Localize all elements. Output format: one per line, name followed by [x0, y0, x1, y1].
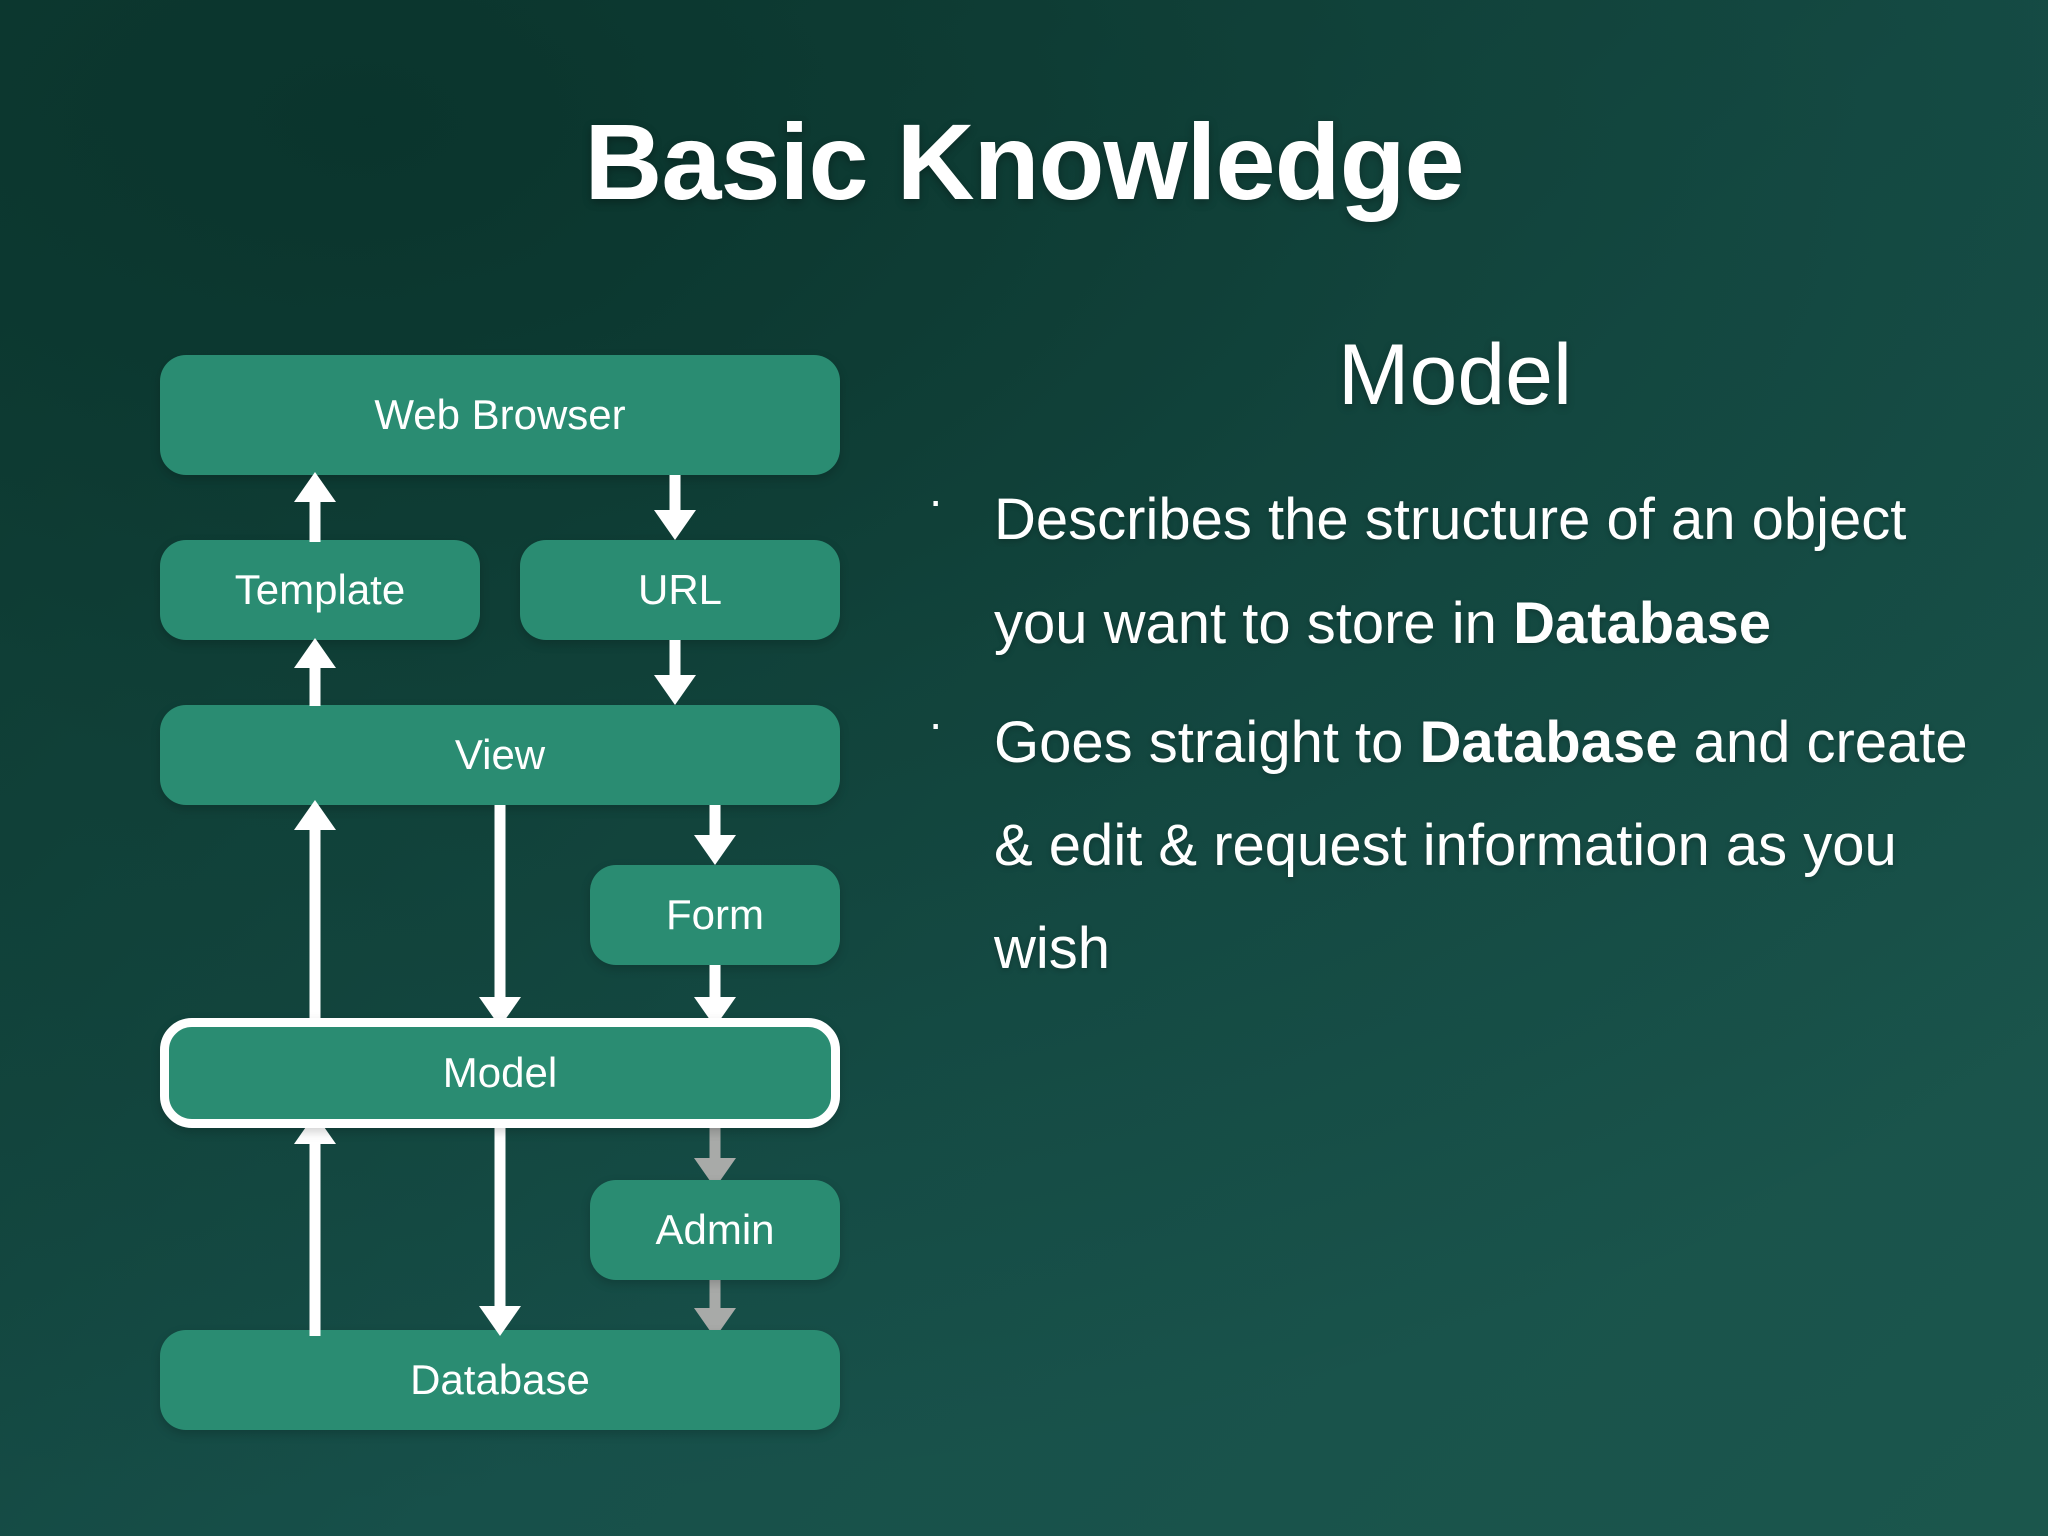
arrow-shaft	[669, 475, 681, 516]
arrow-shaft	[494, 805, 506, 1003]
edge-view-to-template	[294, 638, 336, 706]
diagram-node-label: Database	[410, 1356, 590, 1403]
arrow-shaft	[309, 496, 321, 542]
edge-database-to-model	[294, 1114, 336, 1336]
list-item: · Describes the structure of an object y…	[920, 468, 1990, 674]
bullet-marker: ·	[928, 474, 944, 527]
arrow-head	[294, 472, 336, 502]
page-title: Basic Knowledge	[584, 101, 1464, 222]
bullet-text-describes-structure: Describes the structure of an object you…	[994, 487, 1907, 656]
diagram-node-label: Web Browser	[374, 391, 626, 438]
list-item: · Goes straight to Database and create &…	[920, 691, 1990, 1001]
edge-view-to-model	[479, 805, 521, 1027]
edge-view-to-form	[694, 805, 736, 865]
architecture-diagram: Web Browser Template URL View Form Model…	[0, 0, 1000, 1536]
arrow-shaft	[709, 1278, 721, 1314]
arrow-shaft	[309, 1138, 321, 1336]
diagram-node-label: URL	[637, 566, 723, 613]
diagram-node-label: Admin	[655, 1206, 775, 1253]
arrow-head	[654, 675, 696, 705]
edge-model-to-database	[479, 1118, 521, 1336]
diagram-node-database[interactable]: Database	[160, 1330, 840, 1430]
content-heading: Model	[1337, 327, 1573, 423]
bullet-marker: ·	[928, 696, 944, 749]
diagram-node-url[interactable]: URL	[520, 540, 840, 640]
arrow-shaft	[709, 805, 721, 841]
edge-url-to-view	[654, 640, 696, 705]
diagram-node-admin[interactable]: Admin	[590, 1180, 840, 1280]
edge-admin-to-database	[694, 1278, 736, 1338]
diagram-node-form[interactable]: Form	[590, 865, 840, 965]
arrow-shaft	[709, 965, 721, 1003]
diagram-node-label: Template	[234, 566, 406, 613]
arrow-head	[294, 638, 336, 668]
arrow-head	[654, 510, 696, 540]
arrow-head	[479, 1306, 521, 1336]
bullet-text-goes-straight: Goes straight to Database and create & e…	[994, 709, 1968, 982]
diagram-node-label: View	[454, 731, 546, 778]
edge-model-to-view	[294, 800, 336, 1025]
diagram-node-label: Form	[666, 891, 764, 938]
arrow-shaft	[494, 1118, 506, 1312]
content-column: Model · Describes the structure of an ob…	[920, 330, 1990, 1016]
arrow-head	[294, 800, 336, 830]
edge-web-browser-to-url	[654, 475, 696, 540]
diagram-node-template[interactable]: Template	[160, 540, 480, 640]
arrow-shaft	[669, 640, 681, 681]
diagram-node-label: Model	[442, 1049, 558, 1096]
diagram-node-web-browser[interactable]: Web Browser	[160, 355, 840, 475]
edge-template-to-web-browser	[294, 472, 336, 542]
diagram-node-model[interactable]: Model	[160, 1018, 840, 1128]
arrow-head	[694, 835, 736, 865]
arrow-shaft	[309, 662, 321, 706]
arrow-shaft	[309, 824, 321, 1025]
diagram-node-view[interactable]: View	[160, 705, 840, 805]
arrow-shaft	[709, 1100, 721, 1164]
